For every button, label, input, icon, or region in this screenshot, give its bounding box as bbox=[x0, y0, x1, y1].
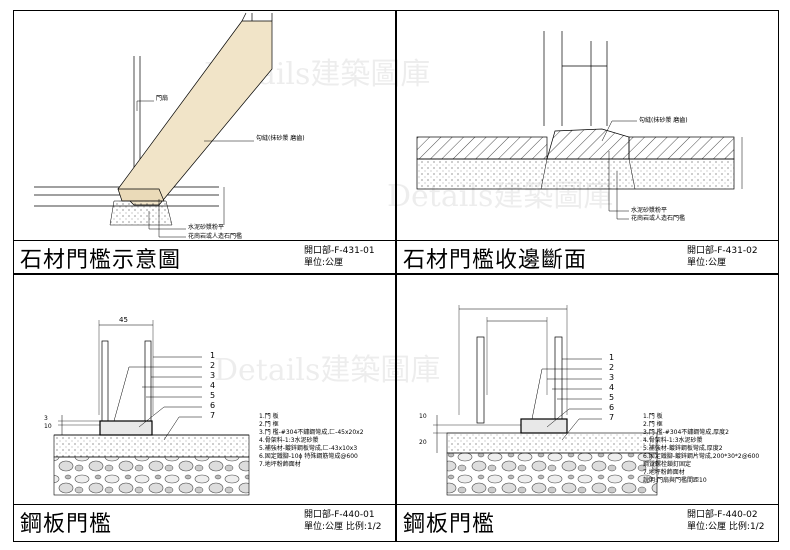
code-number: 開口部-F-431-02 bbox=[687, 246, 758, 256]
label-sill-note: 勾縫(抹砂漿 磨齒) bbox=[639, 117, 688, 124]
legend-item: 7.地坪粉飾面材 bbox=[259, 461, 301, 468]
callout-5: 5 bbox=[210, 391, 216, 400]
vertical-divider bbox=[395, 11, 397, 541]
legend-item: 6.固定鐵腳-鍍鋅鋼片彎成,200*30*2@600 bbox=[643, 453, 760, 460]
concrete-slab bbox=[416, 158, 735, 190]
code-unit: 單位:公厘 bbox=[304, 522, 344, 532]
door-panel bbox=[117, 20, 273, 206]
legend-item: 3.門 檻-#304不鏽鋼彎成,匚-45x20x2 bbox=[259, 429, 364, 436]
drawing-sheet: Details建築圖庫 bbox=[13, 10, 779, 542]
legend-item: 1.門 板 bbox=[259, 413, 279, 420]
code-unit-scale: 單位:公厘 比例:1/2 bbox=[687, 521, 764, 533]
drawing-code: 開口部-F-431-01 單位:公厘 bbox=[304, 245, 375, 269]
dim-side-a: 3 bbox=[44, 415, 48, 422]
code-unit-scale: 單位:公厘 比例:1/2 bbox=[304, 521, 381, 533]
legend-item: 1.門 板 bbox=[643, 413, 663, 420]
stone-threshold bbox=[546, 128, 630, 160]
label-sill-note: 勾縫(抹砂漿 磨齒) bbox=[256, 135, 305, 142]
stone-sill-drawing bbox=[34, 12, 273, 238]
legend-item: 5.補強材-鍍鋅鋼板彎成,匚-43x10x3 bbox=[259, 445, 358, 452]
code-unit: 單位:公厘 bbox=[687, 522, 727, 532]
callout-1: 1 bbox=[210, 351, 216, 360]
label-mortar: 水泥砂漿粉平 bbox=[631, 207, 668, 214]
callout-7: 7 bbox=[609, 413, 615, 422]
callout-3: 3 bbox=[609, 373, 615, 382]
callout-6: 6 bbox=[609, 403, 615, 412]
titlebar: 鋼板門檻 開口部-F-440-01 單位:公厘 比例:1/2 bbox=[14, 504, 395, 537]
titlebar: 石材門檻收邊斷面 開口部-F-431-02 單位:公厘 bbox=[397, 240, 778, 273]
legend-item: 2.門 框 bbox=[643, 421, 663, 428]
drawing-code: 開口部-F-440-01 單位:公厘 比例:1/2 bbox=[304, 509, 381, 533]
callout-4: 4 bbox=[210, 381, 216, 390]
legend-item: 3.門 檻-#304不鏽鋼彎成,厚度2 bbox=[643, 429, 730, 436]
callout-5: 5 bbox=[609, 393, 615, 402]
code-scale: 比例:1/2 bbox=[345, 522, 382, 532]
dim-side-b: 20 bbox=[419, 439, 427, 446]
label-stone: 花崗岩或人造石門檻 bbox=[631, 215, 686, 222]
legend-item: 2.門 框 bbox=[259, 421, 279, 428]
code-number: 開口部-F-431-01 bbox=[304, 246, 375, 256]
legend: 1.門 板 2.門 框 3.門 檻-#304不鏽鋼彎成,匚-45x20x2 4.… bbox=[259, 413, 364, 469]
label-mortar: 水泥砂漿粉平 bbox=[188, 224, 225, 231]
dim-side-b: 10 bbox=[44, 423, 52, 430]
legend: 1.門 板 2.門 框 3.門 檻-#304不鏽鋼彎成,厚度2 4.骨架料-1:… bbox=[643, 413, 759, 485]
panel-title: 石材門檻示意圖 bbox=[20, 248, 182, 273]
steel-sill-drawing-1 bbox=[53, 320, 250, 496]
code-number: 開口部-F-440-02 bbox=[687, 510, 758, 520]
callout-1: 1 bbox=[609, 353, 615, 362]
callout-numbers: 1 2 3 4 5 6 7 bbox=[210, 351, 215, 421]
panel-title: 石材門檻收邊斷面 bbox=[403, 248, 588, 273]
horizontal-divider bbox=[14, 273, 778, 275]
drawing-code: 開口部-F-440-02 單位:公厘 比例:1/2 bbox=[687, 509, 764, 533]
steel-sill bbox=[520, 418, 568, 434]
code-number: 開口部-F-440-01 bbox=[304, 510, 375, 520]
legend-item: 6.固定鐵腳-10ϕ 特殊鋼筋彎成@600 bbox=[259, 453, 358, 460]
titlebar: 鋼板門檻 開口部-F-440-02 單位:公厘 比例:1/2 bbox=[397, 504, 778, 537]
callout-4: 4 bbox=[609, 383, 615, 392]
legend-item: 4.骨架料-1:3水泥砂漿 bbox=[643, 437, 703, 444]
panel-stone-sill-diagram: Details建築圖庫 bbox=[14, 11, 430, 273]
drawing-code: 開口部-F-431-02 單位:公厘 bbox=[687, 245, 758, 269]
callout-3: 3 bbox=[210, 371, 216, 380]
panel-title: 鋼板門檻 bbox=[403, 512, 496, 537]
titlebar: 石材門檻示意圖 開口部-F-431-01 單位:公厘 bbox=[14, 240, 395, 273]
code-scale: 比例:1/2 bbox=[728, 522, 765, 532]
code-unit: 單位:公厘 bbox=[304, 258, 344, 268]
panel-stone-sill-section: Details建築圖庫 bbox=[387, 11, 778, 273]
legend-item: 5.補強材-鍍鋅鋼板彎成,厚度2 bbox=[643, 445, 723, 452]
label-door-frame: 門扇 bbox=[156, 95, 169, 102]
dim-side-a: 10 bbox=[419, 413, 427, 420]
callout-6: 6 bbox=[210, 401, 216, 410]
mortar-bed bbox=[109, 200, 173, 226]
stone-sill bbox=[117, 188, 165, 202]
legend-item: 說明:門扇與門檻間距10 bbox=[643, 477, 707, 484]
stone-sill-section-drawing bbox=[416, 31, 743, 220]
legend-item: 鋼質螺栓鎖釘固定 bbox=[643, 461, 692, 468]
panel-steel-sill-2: 10 20 1 2 3 4 5 6 7 1.門 板 2.門 框 3.門 檻-#3… bbox=[397, 275, 778, 537]
callout-numbers: 1 2 3 4 5 6 7 bbox=[609, 353, 614, 423]
code-unit: 單位:公厘 bbox=[687, 258, 727, 268]
legend-item: 7.地坪粉飾面材 bbox=[643, 469, 685, 476]
panel-title: 鋼板門檻 bbox=[20, 512, 113, 537]
label-stone: 花崗岩或人造石門檻 bbox=[188, 233, 243, 240]
callout-2: 2 bbox=[210, 361, 216, 370]
dim-width: 45 bbox=[119, 316, 128, 324]
callout-2: 2 bbox=[609, 363, 615, 372]
legend-item: 4.骨架料-1:3水泥砂漿 bbox=[259, 437, 319, 444]
steel-sill-drawing-2 bbox=[433, 305, 658, 496]
panel-steel-sill-1: Details建築圖庫 bbox=[14, 275, 440, 537]
callout-7: 7 bbox=[210, 411, 216, 420]
